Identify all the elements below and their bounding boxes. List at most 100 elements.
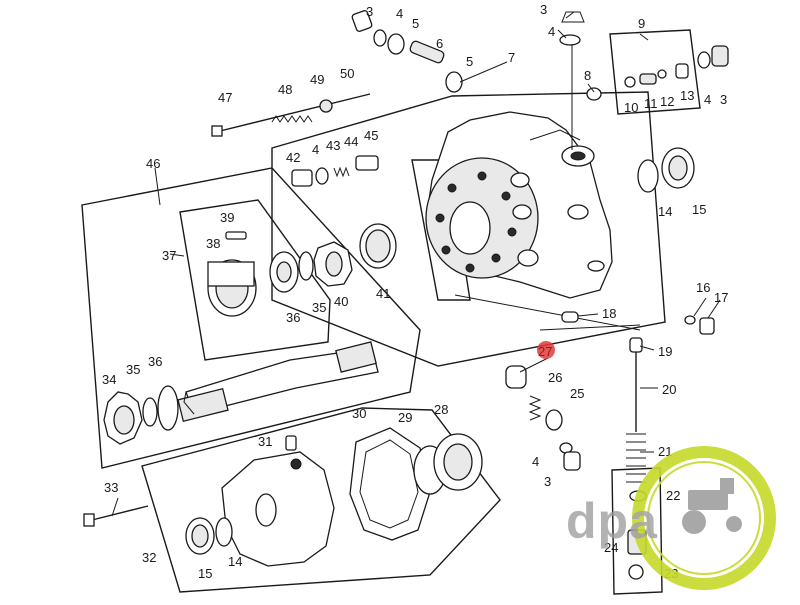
callout-14: 14 [658,204,672,219]
seals-14-15-bottom [185,517,233,555]
leader-lines [111,11,721,517]
callout-4: 4 [396,6,403,21]
callout-17: 17 [714,290,728,305]
callout-25: 25 [570,386,584,401]
highlight-label: 27 [538,344,552,359]
seal-28-part [433,433,483,491]
callout-37: 37 [162,248,176,263]
callout-39: 39 [220,210,234,225]
frame-front-cover [141,407,501,593]
callout-15: 15 [692,202,706,217]
callout-50: 50 [340,66,354,81]
callout-26: 26 [548,370,562,385]
watermark-gear-ring [632,446,776,590]
group-frames [81,29,701,595]
callout-4: 4 [704,92,711,107]
bolt-33-part [83,505,149,527]
callout-45: 45 [364,128,378,143]
callout-31: 31 [258,434,272,449]
callout-3: 3 [544,474,551,489]
callout-30: 30 [352,406,366,421]
callout-15: 15 [198,566,212,581]
callout-41: 41 [376,286,390,301]
watermark-brand-text: dpa [566,493,658,549]
pump-housing-part [425,111,613,299]
callout-4: 4 [548,24,555,39]
dpa-watermark: dpa [566,446,776,590]
callout-40: 40 [334,294,348,309]
callout-22: 22 [666,488,680,503]
plug-17-part [699,317,715,335]
callout-9: 9 [638,16,645,31]
tractor-icon [682,478,742,534]
frame-shaft-assembly [81,167,421,469]
frame-relief-valve [611,467,663,595]
frame-valve-stack [609,29,701,115]
valve-stack-part [586,45,729,101]
frame-gear-subassembly [179,199,331,361]
callout-48: 48 [278,82,292,97]
seals-14-15-right [637,147,695,193]
callout-16: 16 [696,280,710,295]
gear-40-part [313,241,353,287]
washer-36b-hole [276,261,292,283]
frame-pump-housing [271,91,666,367]
callout-5: 5 [412,16,419,31]
frame-link-line [454,294,641,331]
callout-35: 35 [126,362,140,377]
callout-8: 8 [584,68,591,83]
callout-19: 19 [658,344,672,359]
highlight-dot [537,341,555,359]
bearing-38-part [207,259,257,317]
watermark-gear-inner [647,461,761,575]
plug-18-part [561,311,579,323]
callout-3: 3 [366,4,373,19]
washer-16-part [684,315,696,325]
callout-7: 7 [508,50,515,65]
callout-3: 3 [720,92,727,107]
highlight-marker: 27 [537,341,555,359]
callout-6: 6 [436,36,443,51]
cover-plate-part [221,435,335,567]
callout-42: 42 [286,150,300,165]
callout-46: 46 [146,156,160,171]
pin-39-part [225,231,247,240]
rod-assembly-part [211,93,371,137]
frame-cover-plate [411,159,471,301]
callout-24: 24 [604,540,618,555]
washer-35-part [142,397,158,427]
callout-14: 14 [228,554,242,569]
callout-10: 10 [624,100,638,115]
callout-11: 11 [644,96,658,111]
dowel-31-part [285,435,297,451]
callout-44: 44 [344,134,358,149]
valve-parts-42-45 [291,155,379,187]
callout-18: 18 [602,306,616,321]
callout-33: 33 [104,480,118,495]
callout-32: 32 [142,550,156,565]
drive-shaft-part [177,341,379,423]
washer-35b-part [298,251,314,281]
callout-12: 12 [660,94,674,109]
callout-49: 49 [310,72,324,87]
callout-5: 5 [466,54,473,69]
callout-36: 36 [148,354,162,369]
callout-28: 28 [434,402,448,417]
frame-link-line-2 [539,324,641,331]
gear-34-part [103,391,143,445]
top-fittings-part [351,10,585,150]
callout-34: 34 [102,372,116,387]
callout-4: 4 [312,142,319,157]
seal-41-part [359,223,397,269]
callout-20: 20 [662,382,676,397]
callout-4: 4 [532,454,539,469]
gasket-30-part [349,427,431,541]
washer-36-part [157,385,179,431]
callout-29: 29 [398,410,412,425]
callout-43: 43 [326,138,340,153]
highlighted-part-27 [505,365,527,389]
callout-35: 35 [312,300,326,315]
